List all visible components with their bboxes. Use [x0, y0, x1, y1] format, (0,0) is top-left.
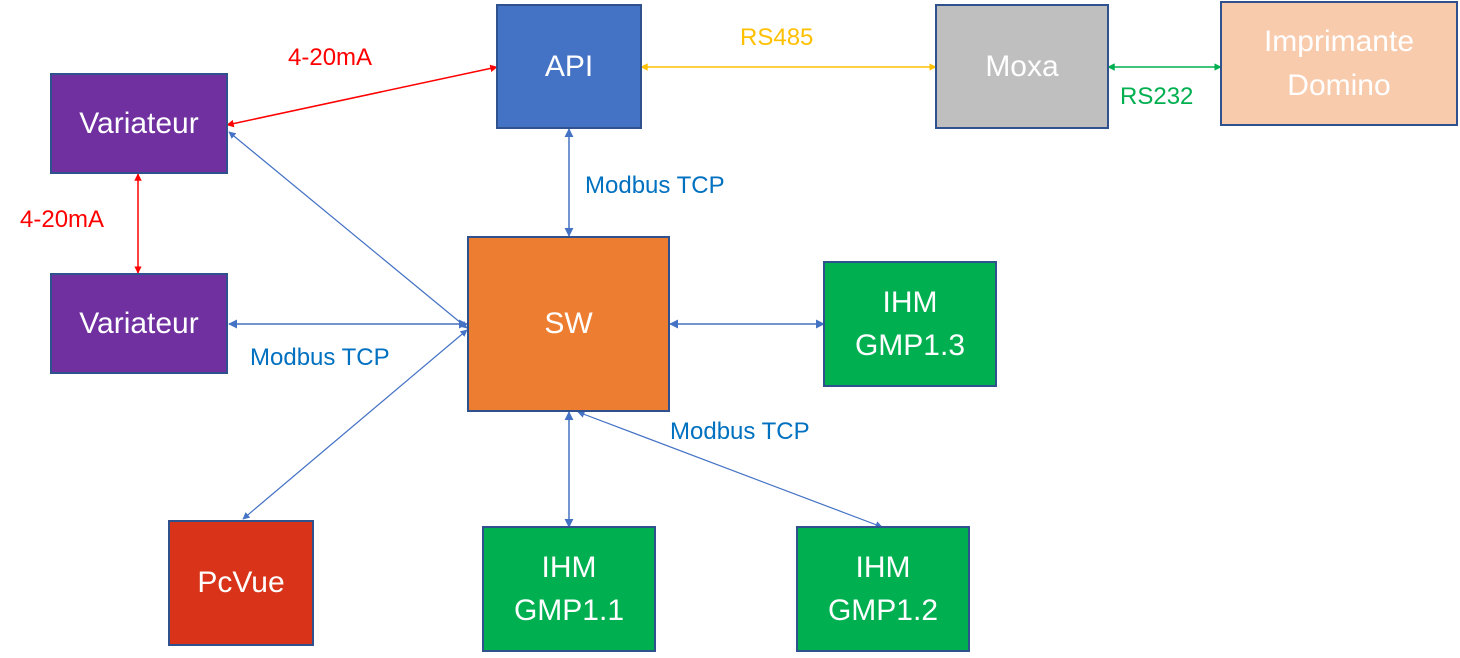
label-rs485: RS485 [740, 24, 814, 51]
node-moxa: Moxa [935, 4, 1109, 129]
label-modbus-api: Modbus TCP [585, 172, 725, 199]
link-variateur1-api [226, 64, 498, 128]
node-imprimante-domino: Imprimante Domino [1220, 1, 1458, 126]
node-variateur-2: Variateur [50, 273, 228, 374]
node-pcvue: PcVue [168, 520, 314, 646]
node-ihm-gmp1-3: IHM GMP1.3 [823, 261, 997, 387]
link-pcvue-sw [242, 329, 468, 520]
link-variateur1-sw [228, 131, 468, 329]
node-api: API [496, 4, 642, 129]
link-sw-ihm12 [577, 410, 883, 529]
node-ihm-gmp1-1: IHM GMP1.1 [482, 526, 656, 652]
label-modbus-ihm: Modbus TCP [670, 418, 810, 445]
node-variateur-1: Variateur [50, 73, 228, 174]
label-modbus-variateur: Modbus TCP [250, 344, 390, 371]
label-4-20ma-left: 4-20mA [20, 206, 105, 233]
node-sw: SW [467, 236, 670, 412]
label-rs232: RS232 [1120, 83, 1194, 110]
node-ihm-gmp1-2: IHM GMP1.2 [796, 526, 970, 652]
label-4-20ma-top: 4-20mA [288, 44, 373, 71]
